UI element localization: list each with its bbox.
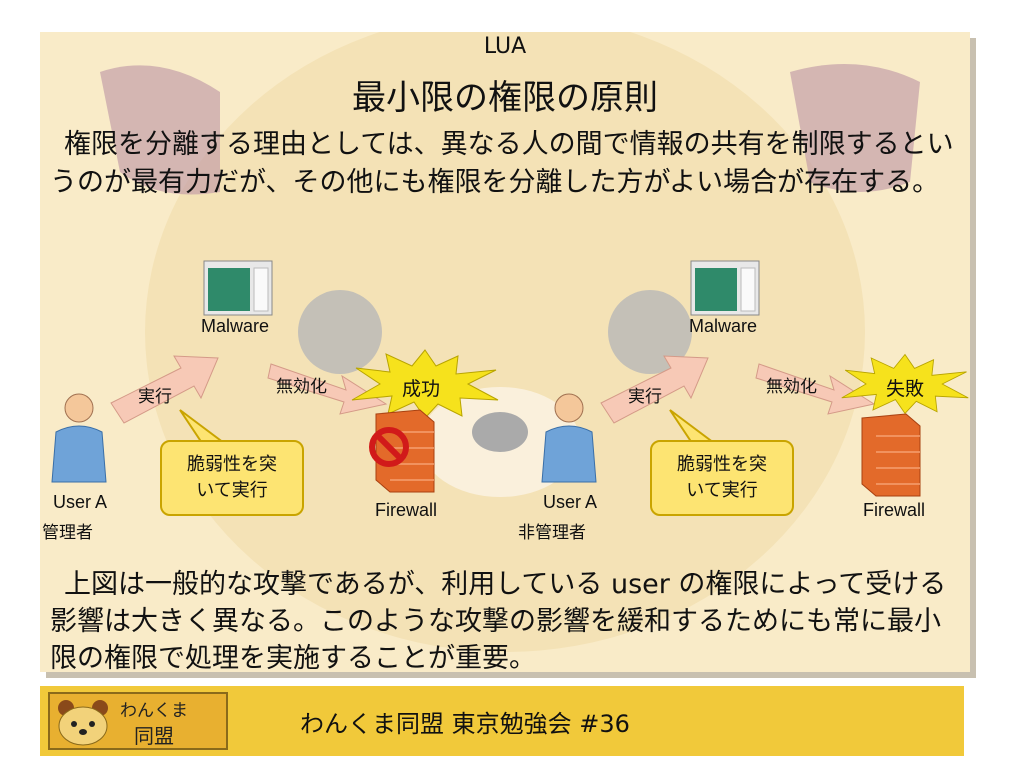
bear-face-icon <box>58 700 108 746</box>
user-name-left: User A <box>52 492 108 512</box>
intro-text: 権限を分離する理由としては、異なる人の間で情報の共有を制限するというのが最有力だ… <box>50 129 954 198</box>
result-label-right: 失敗 <box>886 378 925 400</box>
firewall-icon-right <box>861 413 921 497</box>
result-label-left: 成功 <box>402 378 441 400</box>
callout-line1-left: 脆弱性を突 <box>187 454 277 475</box>
callout-line2-right: いて実行 <box>686 480 758 501</box>
intro-paragraph: 権限を分離する理由としては、異なる人の間で情報の共有を制限するというのが最有力だ… <box>50 126 965 202</box>
failure-burst-right <box>841 353 969 415</box>
execute-arrow-left <box>110 355 219 424</box>
disable-arrow-right <box>755 363 876 415</box>
callout-right: 脆弱性を突 いて実行 <box>650 440 794 516</box>
malware-window-icon-right <box>690 260 760 316</box>
malware-window-icon-left <box>203 260 273 316</box>
stop-icon <box>369 427 409 467</box>
logo-line1: わんくま <box>120 701 188 721</box>
disable-label-right: 無効化 <box>766 377 817 397</box>
user-icon-left <box>51 393 107 483</box>
conclusion-paragraph: 上図は一般的な攻撃であるが、利用している user の権限によって受ける影響は大… <box>50 566 965 672</box>
callout-line1-right: 脆弱性を突 <box>677 454 767 475</box>
execute-label-right: 実行 <box>628 387 662 407</box>
user-role-left: 管理者 <box>42 523 93 543</box>
firewall-label-left: Firewall <box>374 500 437 520</box>
execute-arrow-right <box>600 355 709 424</box>
malware-label-right: Malware <box>688 316 758 336</box>
slide-header: LUA <box>483 34 527 59</box>
slide: LUA 最小限の権限の原則 権限を分離する理由としては、異なる人の間で情報の共有… <box>40 32 970 672</box>
callout-line2-left: いて実行 <box>196 480 268 501</box>
wankuma-logo: わんくま 同盟 <box>48 692 228 750</box>
footer-bar: わんくま 同盟 わんくま同盟 東京勉強会 #36 <box>40 686 964 756</box>
user-name-right: User A <box>542 492 598 512</box>
conclusion-text: 上図は一般的な攻撃であるが、利用している user の権限によって受ける影響は大… <box>50 569 947 672</box>
slide-title: 最小限の権限の原則 <box>352 78 658 118</box>
execute-label-left: 実行 <box>138 387 172 407</box>
user-icon-right <box>541 393 597 483</box>
malware-label-left: Malware <box>200 316 270 336</box>
firewall-label-right: Firewall <box>862 500 925 520</box>
footer-text: わんくま同盟 東京勉強会 #36 <box>300 710 630 738</box>
user-role-right: 非管理者 <box>518 523 586 543</box>
logo-line2: 同盟 <box>134 724 174 748</box>
callout-left: 脆弱性を突 いて実行 <box>160 440 304 516</box>
disable-arrow-left <box>267 363 388 415</box>
disable-label-left: 無効化 <box>276 377 327 397</box>
